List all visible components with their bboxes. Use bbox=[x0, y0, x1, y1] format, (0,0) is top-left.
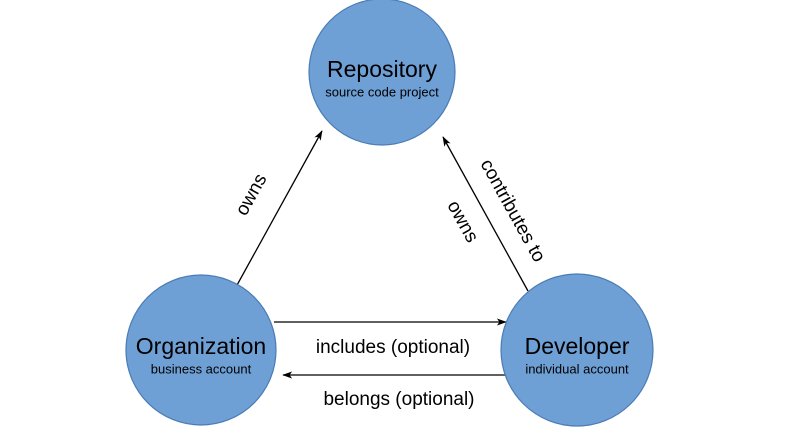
edge-label-developer-owns-repository: owns bbox=[442, 197, 482, 246]
node-repository-circle[interactable] bbox=[308, 0, 456, 146]
edge-line-developer-contributes-to-repository bbox=[442, 136, 529, 292]
edge-label-organization-includes-developer: includes (optional) bbox=[316, 337, 470, 358]
node-developer[interactable]: Developer individual account bbox=[500, 273, 654, 427]
node-repository[interactable]: Repository source code project bbox=[308, 0, 456, 146]
edge-label-developer-belongs-organization: belongs (optional) bbox=[323, 389, 474, 410]
node-developer-circle[interactable] bbox=[500, 273, 654, 427]
edge-line-organization-owns-repository bbox=[230, 130, 323, 297]
edge-organization-owns-repository: owns bbox=[230, 130, 323, 297]
node-organization[interactable]: Organization business account bbox=[125, 274, 277, 426]
node-repository-subtitle: source code project bbox=[325, 84, 439, 99]
edge-organization-includes-developer: includes (optional) bbox=[274, 318, 507, 358]
node-organization-title: Organization bbox=[136, 333, 266, 359]
edge-developer-belongs-organization: belongs (optional) bbox=[282, 371, 509, 410]
node-developer-subtitle: individual account bbox=[525, 361, 629, 376]
edge-label-developer-contributes-to-repository: contributes to bbox=[476, 156, 550, 266]
node-organization-subtitle: business account bbox=[151, 361, 252, 376]
node-repository-title: Repository bbox=[327, 56, 437, 82]
edge-developer-owns-repository: owns bbox=[442, 197, 482, 246]
node-organization-circle[interactable] bbox=[125, 274, 277, 426]
node-developer-title: Developer bbox=[525, 333, 630, 359]
edge-label-organization-owns-repository: owns bbox=[232, 170, 272, 219]
